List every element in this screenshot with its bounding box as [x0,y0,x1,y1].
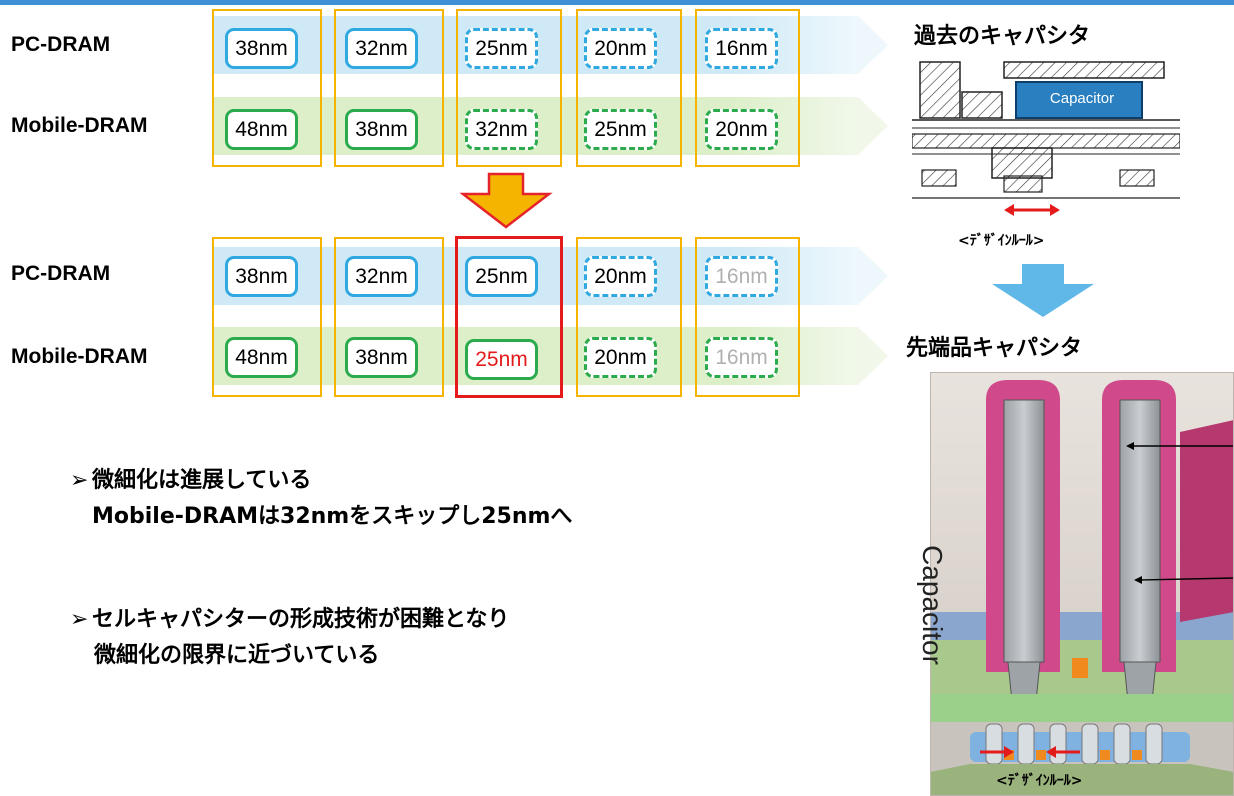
old-capacitor-illustration [912,58,1180,228]
generation-column [576,237,682,397]
bullet-marker: ➢ [70,607,89,632]
pc-node-chip: 20nm [584,256,657,297]
pc-node-chip: 25nm [465,256,538,297]
pc-node-chip: 20nm [584,28,657,69]
pc-node-chip: 38nm [225,28,298,69]
pc-node-chip: 16nm [705,256,778,297]
old-capacitor-label: Capacitor [1049,90,1115,107]
highlighted-generation-column [455,236,563,398]
mobile-node-chip: 25nm [465,339,538,380]
bullet-item: ➢微細化は進展している Mobile-DRAMは32nmをスキップし25nmへ [70,463,572,535]
mobile-node-chip: 16nm [705,337,778,378]
bullet-marker: ➢ [70,468,89,493]
mobile-node-chip: 20nm [584,337,657,378]
pc-node-chip: 38nm [225,256,298,297]
mobile-node-chip: 25nm [584,109,657,150]
pc-node-chip: 16nm [705,28,778,69]
mobile-node-chip: 48nm [225,109,298,150]
generation-column [576,9,682,167]
down-arrow-icon [992,264,1094,317]
bullet-line: 微細化は進展している [92,468,312,493]
mobile-dram-label: Mobile-DRAM [11,114,148,137]
mobile-node-chip: 32nm [465,109,538,150]
mobile-band-arrowhead [858,327,888,385]
bullet-line: Mobile-DRAMは32nmをスキップし25nmへ [92,504,573,529]
pc-dram-label: PC-DRAM [11,262,111,285]
pc-node-chip: 32nm [345,256,418,297]
pc-node-chip: 25nm [465,28,538,69]
design-rule-label: <ﾃﾞｻﾞｲﾝﾙｰﾙ> [958,233,1045,249]
pc-band-arrowhead [858,16,888,74]
down-arrow-icon [459,172,553,229]
top-rule [0,0,1234,5]
generation-column [695,237,800,397]
bullet-item: ➢セルキャパシターの形成技術が困難となり 微細化の限界に近づいている [70,602,509,674]
pc-band-arrowhead [858,247,888,305]
mobile-dram-label: Mobile-DRAM [11,345,148,368]
pc-node-chip: 32nm [345,28,418,69]
mobile-node-chip: 38nm [345,337,418,378]
generation-column [334,237,444,397]
mobile-node-chip: 48nm [225,337,298,378]
mobile-band-arrowhead [858,97,888,155]
design-rule-label: <ﾃﾞｻﾞｲﾝﾙｰﾙ> [996,773,1083,789]
bullet-line: セルキャパシターの形成技術が困難となり [92,607,510,632]
generation-column [212,237,322,397]
new-capacitor-title: 先端品キャパシタ [906,336,1083,361]
generation-column [334,9,444,167]
new-capacitor-label: Capacitor [917,545,948,665]
generation-column [695,9,800,167]
old-capacitor-title: 過去のキャパシタ [914,24,1091,49]
new-capacitor-illustration [930,372,1234,796]
pc-dram-label: PC-DRAM [11,33,111,56]
generation-column [456,9,562,167]
mobile-node-chip: 20nm [705,109,778,150]
generation-column [212,9,322,167]
mobile-node-chip: 38nm [345,109,418,150]
bullet-line: 微細化の限界に近づいている [94,643,380,668]
